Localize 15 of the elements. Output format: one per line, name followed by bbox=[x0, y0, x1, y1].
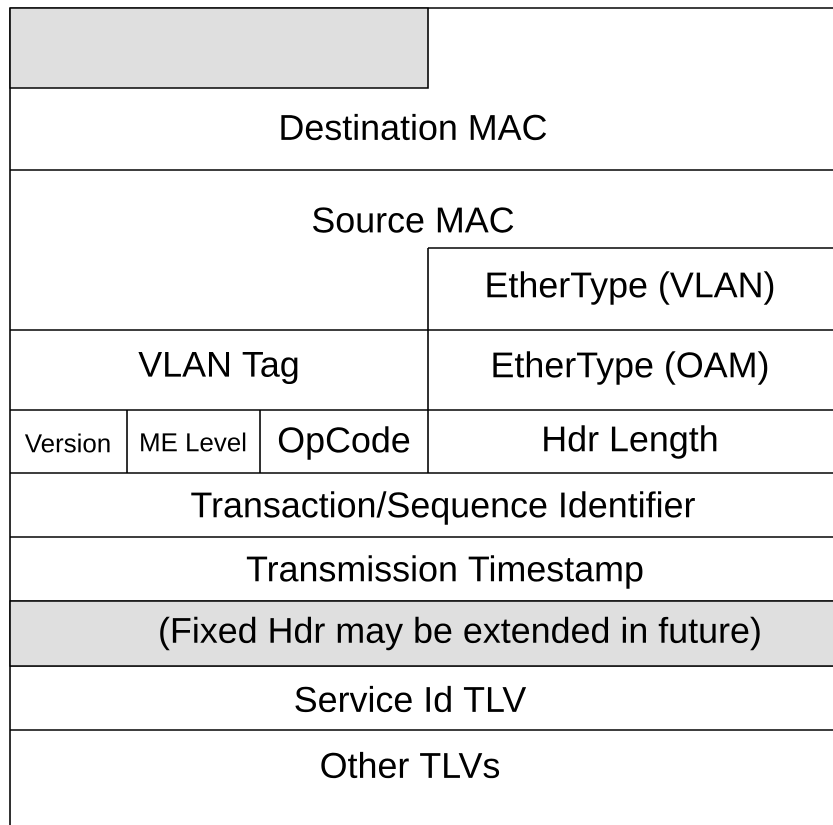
field-label: Destination MAC bbox=[281, 114, 546, 140]
field-label: Hdr Length bbox=[544, 425, 716, 459]
field-label: OpCode bbox=[278, 426, 410, 460]
field-label: EtherType (OAM) bbox=[493, 351, 768, 385]
field-label: Transmission Timestamp bbox=[246, 555, 642, 589]
field-label: Version bbox=[24, 434, 110, 452]
field-label: Source MAC bbox=[312, 207, 514, 233]
field-label: Transaction/Sequence Identifier bbox=[191, 491, 695, 525]
shaded-field: (Fixed Hdr may be extended in future) bbox=[9, 600, 833, 667]
field-label: Service Id TLV bbox=[295, 686, 526, 712]
field-label: EtherType (VLAN) bbox=[487, 271, 774, 305]
shaded-field bbox=[9, 7, 429, 89]
field-label: Other TLVs bbox=[321, 752, 500, 778]
field-label: ME Level bbox=[141, 432, 246, 452]
field-label: VLAN Tag bbox=[138, 352, 298, 384]
